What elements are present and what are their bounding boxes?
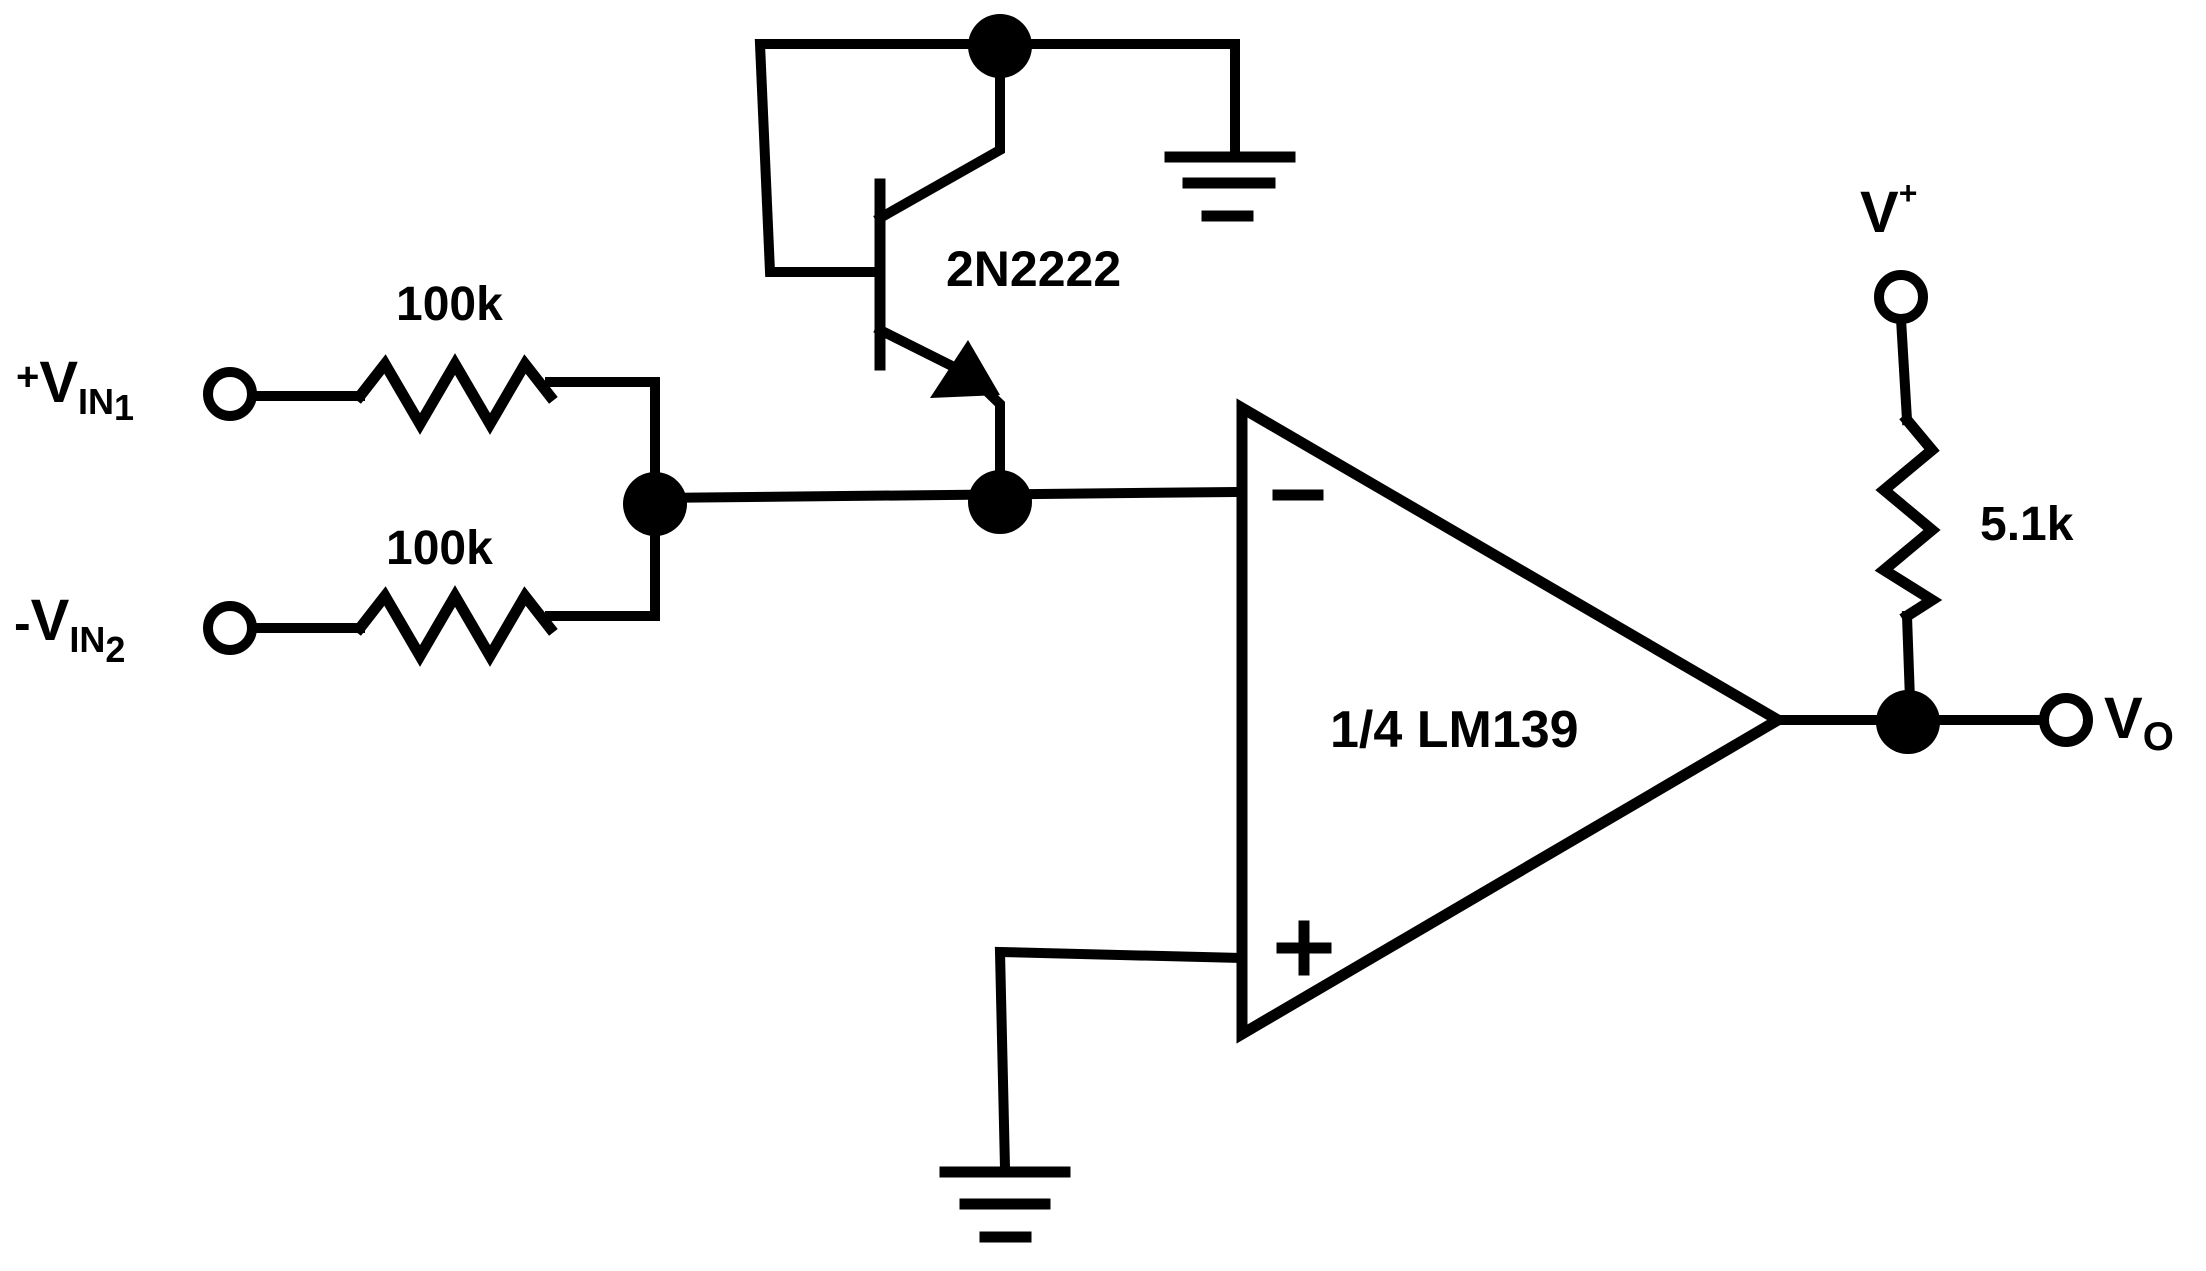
resistor-bottom-label: 100k [386,522,493,575]
collector-junction-dot [968,14,1032,78]
vin1-input-path [247,353,660,501]
resistor-top-label: 100k [396,278,503,331]
vin1-terminal [203,367,257,421]
vo-sub: O [2143,715,2174,759]
vo-main: V [2104,686,2143,751]
resistor-100k-top [352,353,558,435]
vin2-sign: - [14,595,31,651]
vin1-label: +VIN1 [16,350,134,428]
vin2-subsub: 2 [105,629,125,670]
vplus-terminal [1874,270,1928,324]
output-junction-dot [1876,690,1940,754]
vplus-label: V+ [1860,175,1917,245]
vin2-label: -VIN2 [14,588,125,670]
vin2-terminal [203,601,257,655]
resistor-5.1k [1874,412,1943,624]
bottom-ground-symbol [939,1166,1071,1243]
vin2-sub: IN [69,619,105,660]
vo-terminal [2039,693,2093,747]
comparator-label: 1/4 LM139 [1330,701,1579,759]
vin2-input-path [247,503,660,667]
top-ground-symbol [1164,151,1296,222]
comparator-triangle [1236,398,1789,1044]
vin1-subsub: 1 [114,387,134,428]
resistor-100k-bottom [352,585,558,667]
vin2-main: V [31,588,70,653]
pullup-resistor-label: 5.1k [1980,498,2074,551]
vplus-sup: + [1899,175,1918,211]
top-ground-wire [995,39,1240,157]
noninverting-input-sign [1276,920,1332,976]
emitter-junction-dot [968,470,1032,534]
noninverting-ground-wire [994,946,1248,1174]
vin1-main: V [39,350,78,415]
vin1-sign: + [16,355,39,399]
summing-junction-dot [623,472,687,536]
transistor-2n2222 [754,39,1005,475]
transistor-label: 2N2222 [946,241,1121,297]
vin1-sub: IN [78,381,114,422]
emitter-arrow [930,340,1000,398]
summing-node-wire [649,486,1238,504]
vplus-main: V [1860,180,1899,245]
vo-label: VO [2104,686,2174,759]
